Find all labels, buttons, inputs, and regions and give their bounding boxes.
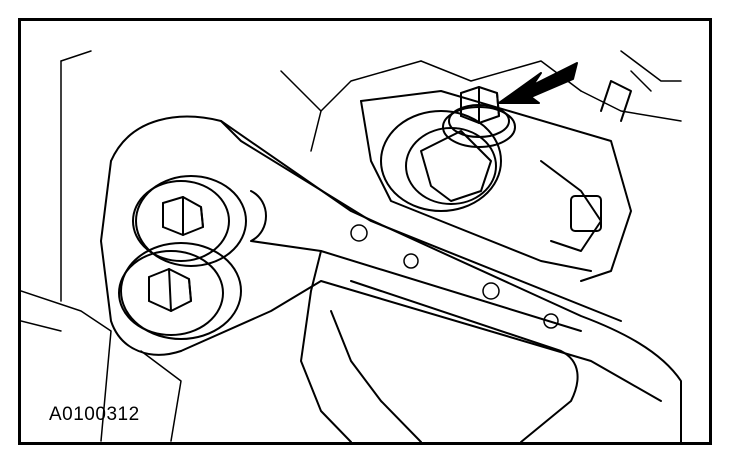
mount-insulator (360, 80, 632, 282)
illustration-frame: A0100312 (18, 18, 712, 445)
mount-bracket-arm (100, 115, 682, 442)
lower-bolt (118, 242, 242, 340)
callout-arrow (498, 62, 578, 104)
engine-mount-illustration (21, 50, 682, 442)
background-structure (21, 50, 682, 442)
bracket-rivets (350, 224, 559, 329)
mount-nut (442, 86, 516, 148)
upper-bolt (132, 175, 247, 267)
figure-id-label: A0100312 (49, 404, 140, 425)
